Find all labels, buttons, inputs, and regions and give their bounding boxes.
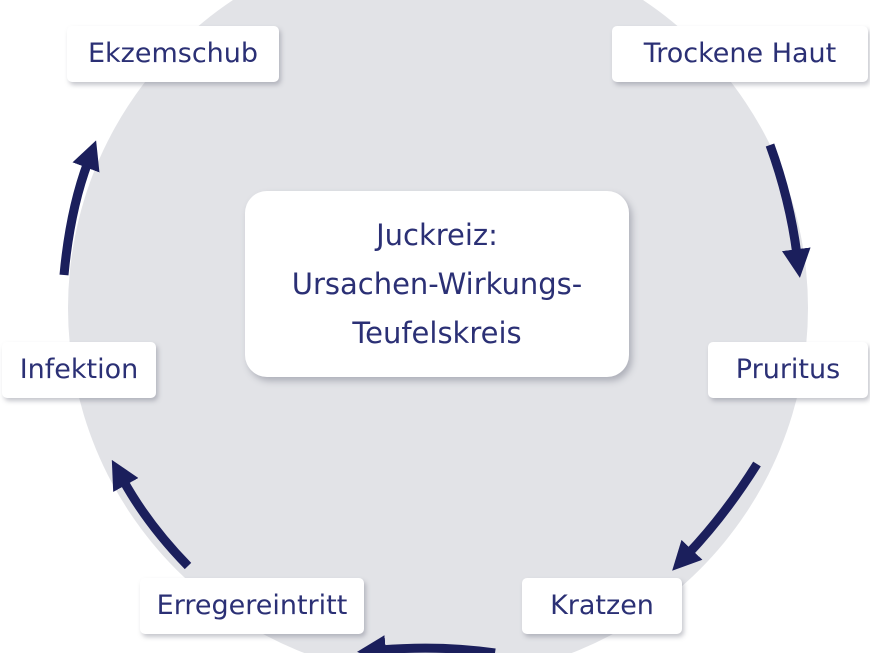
arrow-trocken-to-pruritus <box>765 143 811 278</box>
node-trockene-haut: Trockene Haut <box>612 26 868 82</box>
arrow-erreger-to-infektion <box>111 459 192 570</box>
node-pruritus: Pruritus <box>708 342 868 398</box>
node-kratzen: Kratzen <box>522 578 682 634</box>
center-title-line-3: Teufelskreis <box>352 315 522 350</box>
node-erregereintritt: Erregereintritt <box>140 578 364 634</box>
arrow-kratzen-to-erreger <box>357 635 496 653</box>
node-infektion: Infektion <box>2 342 156 398</box>
node-ekzemschub: Ekzemschub <box>67 26 279 82</box>
center-title-line-2: Ursachen-Wirkungs- <box>291 266 583 301</box>
center-title-box: Juckreiz: Ursachen-Wirkungs- Teufelskrei… <box>245 191 629 377</box>
arrow-infektion-to-ekzem <box>59 140 100 276</box>
arrow-pruritus-to-kratzen <box>672 461 761 571</box>
center-title-line-1: Juckreiz: <box>376 217 498 252</box>
